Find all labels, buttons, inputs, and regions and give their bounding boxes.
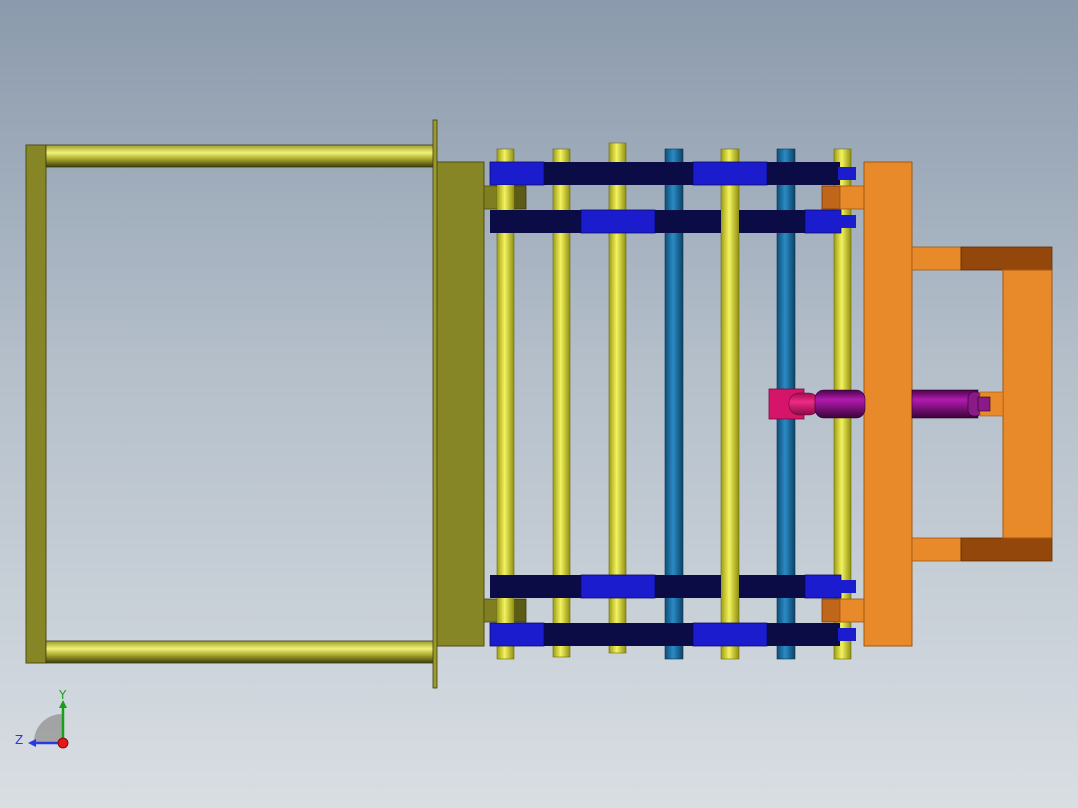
rod-yellow[interactable]: [608, 142, 627, 654]
rod-clamps[interactable]: [821, 185, 865, 623]
plate-block[interactable]: [436, 161, 485, 647]
orange-bracket[interactable]: [863, 161, 1053, 647]
chain-bar[interactable]: [490, 210, 840, 233]
orientation-triad: Y Z: [15, 688, 69, 749]
rod-blue[interactable]: [664, 148, 684, 660]
chain-block[interactable]: [692, 622, 768, 647]
bracket-back[interactable]: [1002, 269, 1053, 539]
rods[interactable]: [496, 142, 852, 660]
pneumatic-cylinder[interactable]: [768, 388, 1004, 420]
chain-block[interactable]: [580, 209, 656, 234]
rod-overlap: [497, 185, 514, 210]
axis-y-arrowhead-icon: [59, 700, 67, 708]
clamp[interactable]: [839, 598, 865, 623]
left-frame[interactable]: [25, 144, 435, 664]
frame-upright[interactable]: [25, 144, 47, 664]
triad-arc-icon: [34, 714, 62, 742]
cylinder-pin[interactable]: [977, 396, 991, 412]
clamp-dark[interactable]: [821, 598, 841, 623]
rod-overlap: [497, 598, 514, 623]
rod-overlap: [721, 575, 739, 598]
rod-yellow[interactable]: [496, 148, 515, 660]
bracket-arm-bottom-end[interactable]: [960, 537, 1053, 562]
bracket-arm-bottom[interactable]: [911, 537, 962, 562]
chain-block[interactable]: [804, 209, 842, 234]
chain-end[interactable]: [838, 580, 856, 593]
clamp[interactable]: [839, 185, 865, 210]
bracket-arm-top-end[interactable]: [960, 246, 1053, 271]
rod-yellow[interactable]: [552, 148, 571, 658]
chain-end[interactable]: [838, 215, 856, 228]
chain-block[interactable]: [692, 161, 768, 186]
plate-flange[interactable]: [432, 119, 438, 689]
frame-bottom-tube[interactable]: [45, 640, 435, 664]
cylinder-rod-end[interactable]: [788, 392, 820, 416]
chain-block[interactable]: [804, 574, 842, 599]
rod-overlap: [721, 210, 739, 233]
chain-bars[interactable]: [489, 161, 856, 647]
chain-block[interactable]: [489, 161, 545, 186]
rod-yellow[interactable]: [720, 148, 740, 660]
axis-y-label: Y: [58, 688, 67, 702]
axis-z-label: Z: [15, 733, 23, 747]
axis-x-origin-icon: [57, 737, 69, 749]
bracket-arm-top[interactable]: [911, 246, 962, 271]
cylinder-barrel-rear[interactable]: [911, 389, 979, 419]
chain-block[interactable]: [580, 574, 656, 599]
chain-bar[interactable]: [490, 575, 840, 598]
cylinder-barrel[interactable]: [814, 389, 866, 419]
chain-end[interactable]: [838, 167, 856, 180]
clamp-dark[interactable]: [821, 185, 841, 210]
chain-end[interactable]: [838, 628, 856, 641]
axis-z-arrowhead-icon: [28, 739, 36, 747]
chain-block[interactable]: [489, 622, 545, 647]
bracket-plate[interactable]: [863, 161, 913, 647]
frame-top-tube[interactable]: [45, 144, 435, 168]
